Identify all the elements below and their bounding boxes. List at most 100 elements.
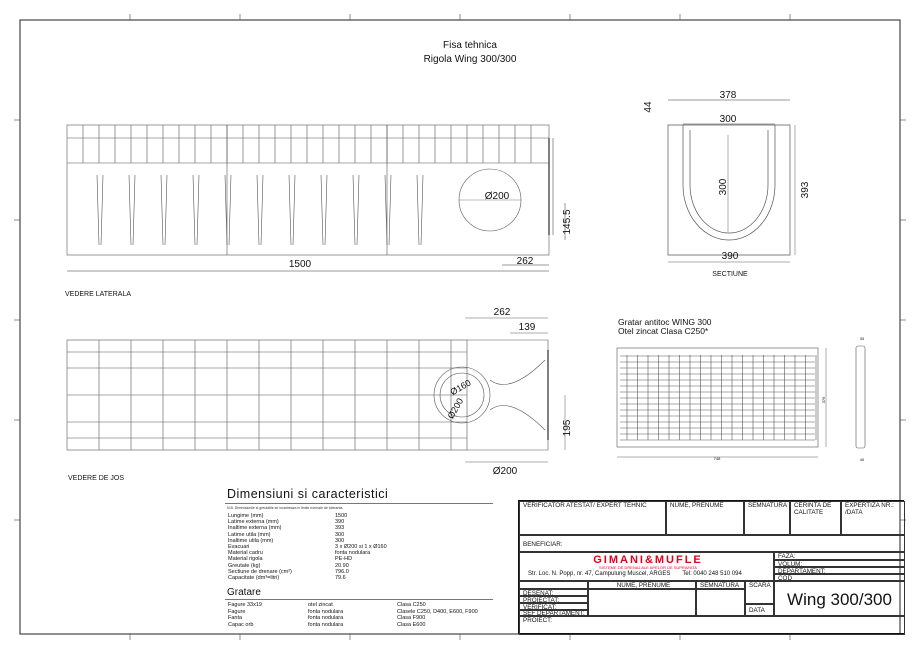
- grate-type: Fanta: [228, 615, 243, 622]
- company-tagline: SISTEME DE DRENAJ ALE APELOR DE SUPRAFAT…: [599, 565, 697, 570]
- col-nume-header: NUME, PRENUME: [588, 581, 696, 589]
- spec-label: Inaltime externa (mm): [228, 525, 282, 532]
- beneficiar-cell: BENEFICIAR:: [519, 535, 905, 552]
- verificat-cell: VERIFICAT:: [519, 603, 588, 610]
- frame-ticks: [14, 14, 906, 640]
- grate-material: otel zincat: [308, 602, 333, 609]
- leg-rib: [384, 174, 388, 246]
- leg-rib: [256, 174, 260, 246]
- grate-class: Clasa C250: [397, 602, 426, 609]
- leg-rib: [100, 174, 104, 246]
- specs-section: Dimensiuni si caracteristici N.B. Dimens…: [225, 487, 493, 628]
- proiectat-cell: PROIECTAT:: [519, 596, 588, 603]
- grate-material: fonta nodulara: [308, 621, 344, 628]
- spec-value: 796.0: [335, 568, 349, 575]
- grate-class: Clasa E600: [397, 621, 426, 628]
- signatures-area: [696, 589, 745, 616]
- specs-note: N.B. Dimensiunile si greutatile se incad…: [227, 506, 344, 510]
- section-dim-bottom-width: 390: [722, 251, 739, 262]
- spec-value: 300: [335, 537, 345, 544]
- spec-label: Material rigola: [228, 556, 263, 563]
- leg-rib: [260, 174, 264, 246]
- spec-label: Capacitate (dm³=litri): [228, 574, 280, 581]
- spec-value: 393: [335, 525, 345, 532]
- leg-rib: [128, 174, 132, 246]
- spec-value: 300: [335, 531, 345, 538]
- desenat-cell: DESENAT:: [519, 589, 588, 596]
- bottom-view-label: VEDERE DE JOS: [68, 475, 124, 482]
- spec-row: Sectiune de drenare (cm²)796.0: [225, 569, 493, 575]
- spec-value: 20.90: [335, 562, 349, 569]
- spec-value: 3 x Ø200 si 1 x Ø160: [335, 543, 387, 550]
- lateral-dim-length: 1500: [289, 259, 312, 270]
- grate-row: Fagure fonta nodulara Clasele C250, D400, …: [225, 609, 493, 616]
- company-address: Str. Loc. N. Popp, nr. 47, Campulung Mus…: [528, 571, 671, 577]
- grate-type: Fagure: [228, 608, 246, 615]
- company-logo: GIMANI&MUFLE: [593, 554, 703, 566]
- leg-rib: [196, 174, 200, 246]
- departament-cell: DEPARTAMENT:: [774, 567, 905, 574]
- spec-row: Capacitate (dm³=litri)79.6: [225, 575, 493, 581]
- leg-rib: [420, 174, 424, 246]
- lateral-dim-outlet-offset: 262: [517, 256, 534, 267]
- proiect-cell: PROIECT:: [519, 616, 905, 635]
- spec-row: Inaltime utila (mm) 300: [225, 538, 493, 544]
- spec-label: Lungime (mm): [228, 513, 264, 519]
- leg-rib: [192, 174, 196, 246]
- grate-side-dim-bottom: 40: [860, 457, 865, 462]
- sheet-subtitle: Rigola Wing 300/300: [424, 54, 517, 65]
- cerinta-cell: CERINTA DE CALITATE: [790, 501, 841, 535]
- title-block: VERIFICATOR ATESTAT/ EXPERT TEHNIC NUME,…: [518, 500, 905, 635]
- grate-title-1: Gratar antitoc WING 300: [618, 317, 712, 327]
- faza-cell: FAZA:: [774, 552, 905, 560]
- spec-label: Inaltime utila (mm): [228, 537, 274, 544]
- bottom-view: [66, 317, 566, 463]
- grate-title-2: Otel zincat Clasa C250*: [618, 326, 709, 336]
- section-dim-flange: 44: [643, 101, 654, 113]
- nume-prenume-cell: NUME, PRENUME: [666, 501, 744, 535]
- spec-row: Greutate (kg)20.90: [225, 563, 493, 569]
- grate-material: fonta nodulara: [308, 608, 344, 615]
- sheet-title: Fisa tehnica: [443, 40, 497, 51]
- spec-row: Material rigola PE-HD: [225, 556, 493, 562]
- names-area: [588, 589, 696, 616]
- spec-value: 390: [335, 519, 345, 526]
- leg-rib: [292, 174, 296, 246]
- product-name: Wing 300/300: [774, 581, 905, 616]
- semnatura-cell: SEMNATURA: [744, 501, 790, 535]
- spec-label: Evacuari: [228, 543, 250, 550]
- spec-label: Latime externa (mm): [228, 519, 279, 526]
- section-view: [667, 99, 796, 263]
- leg-rib: [288, 174, 292, 246]
- cod-cell: COD: [774, 574, 905, 581]
- leg-rib: [228, 174, 232, 246]
- expertiza-cell: EXPERTIZA NR.: /DATA: [841, 501, 905, 535]
- grate-class: Clasa F900: [397, 615, 426, 622]
- bottom-diam-200: Ø200: [493, 466, 518, 477]
- leg-rib: [416, 174, 420, 246]
- lateral-dimensions: [67, 203, 566, 272]
- sef-departament-cell: SEF DEPARTAMENT:: [519, 610, 588, 616]
- leg-rib: [352, 174, 356, 246]
- verificator-cell: VERIFICATOR ATESTAT/ EXPERT TEHNIC: [519, 501, 666, 535]
- lateral-outlet-diameter: Ø200: [485, 191, 510, 202]
- grate-dim-length: 748: [714, 456, 721, 461]
- company-cell: GIMANI&MUFLE SISTEME DE DRENAJ ALE APELO…: [519, 552, 774, 581]
- bottom-dim-139: 139: [519, 322, 536, 333]
- spec-value: PE-HD: [335, 556, 353, 563]
- spec-row: Evacuari 3 x Ø200 si 1 x Ø160: [225, 544, 493, 550]
- leg-rib: [96, 174, 100, 246]
- specs-title: Dimensiuni si caracteristici: [227, 487, 389, 501]
- spec-label: Material cadru: [228, 550, 263, 557]
- leg-rib: [320, 174, 324, 246]
- leg-rib: [324, 174, 328, 246]
- leg-rib: [160, 174, 164, 246]
- lateral-view-label: VEDERE LATERALA: [65, 291, 131, 298]
- grate-drawing: [616, 345, 866, 458]
- grate-class: Clasele C250, D400, E600, F900: [397, 608, 478, 615]
- scara-cell: SCARA: [745, 581, 774, 604]
